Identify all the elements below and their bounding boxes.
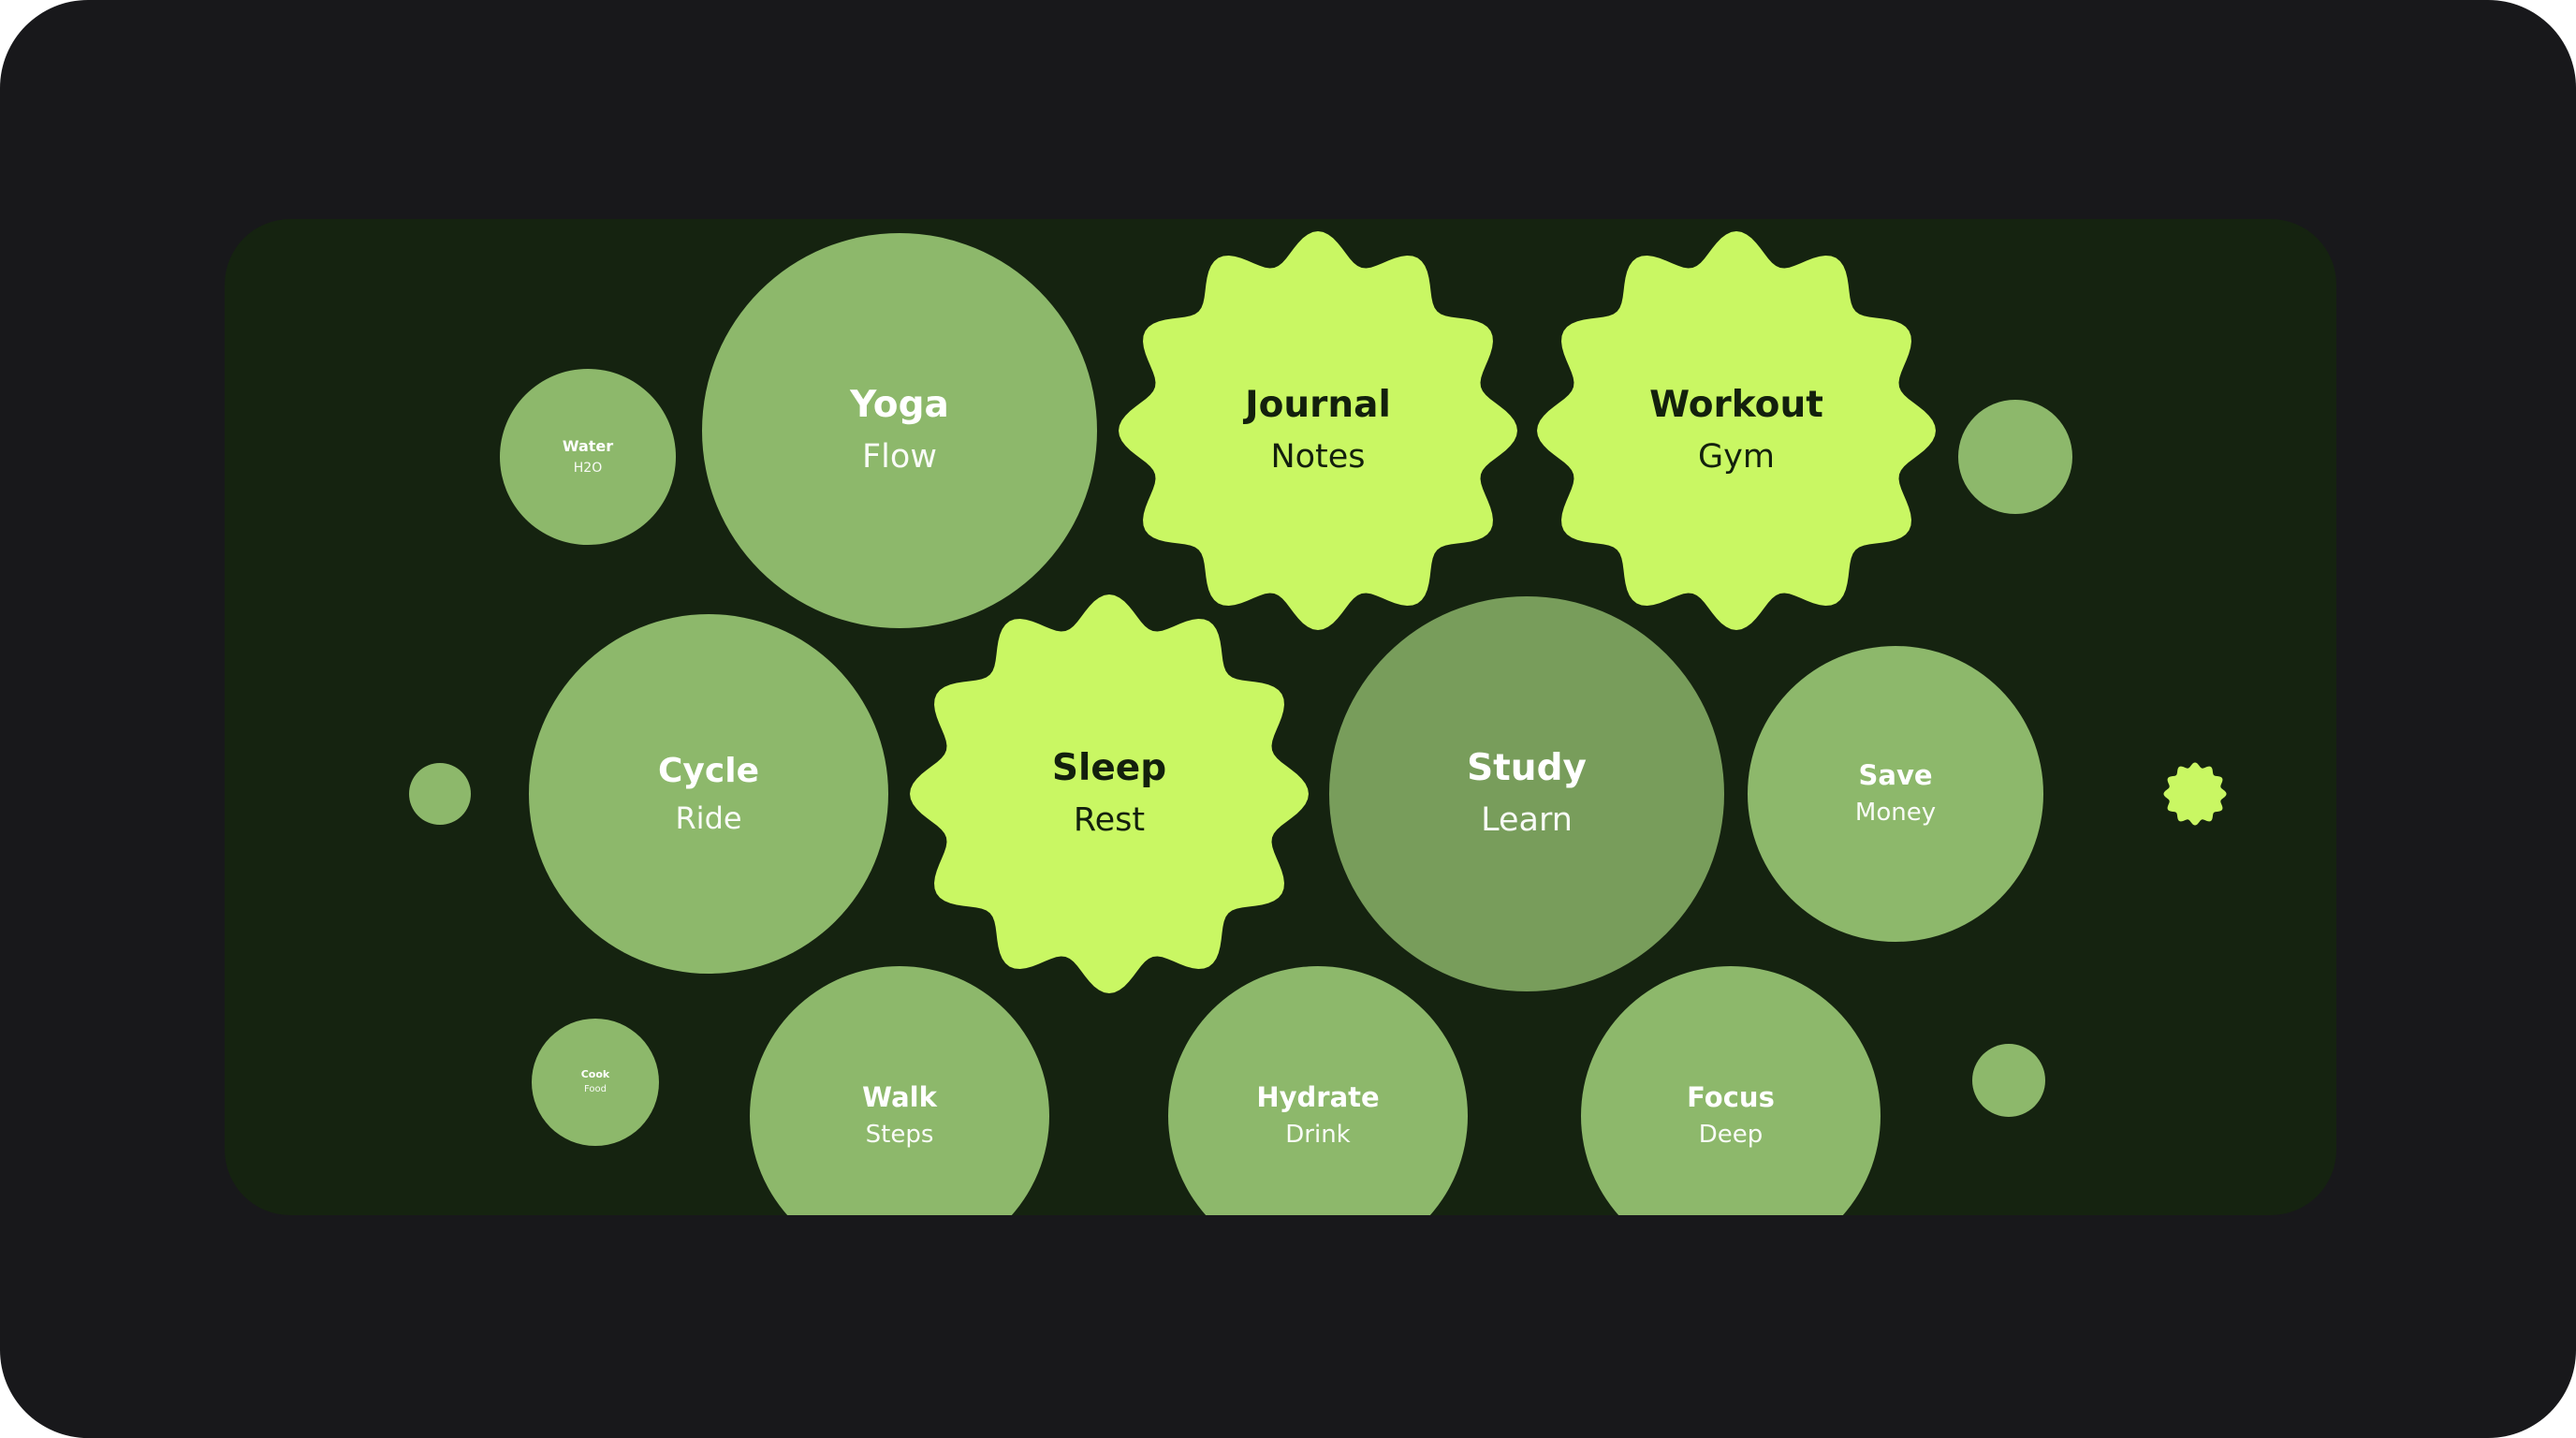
- bubble-title: Focus: [1687, 1080, 1775, 1113]
- bubble-subtitle: H2O: [573, 460, 603, 476]
- bubble-shape: [2163, 762, 2227, 826]
- bubble-subtitle: Drink: [1285, 1121, 1351, 1150]
- bubble-subtitle: Deep: [1698, 1121, 1764, 1150]
- bubble-title: Sleep: [1051, 747, 1167, 790]
- bubble-shape: [1119, 231, 1517, 630]
- bubble-dot-right-top[interactable]: [1958, 400, 2072, 514]
- bubble-dot-left-mid[interactable]: [409, 763, 471, 825]
- bubble-title: Workout: [1649, 384, 1823, 427]
- bubble-title: Cycle: [658, 752, 759, 791]
- bubble-subtitle: Money: [1854, 799, 1937, 828]
- bubble-subtitle: Flow: [862, 438, 937, 477]
- bubble-subtitle: Food: [584, 1084, 607, 1095]
- bubble-shape: [910, 594, 1309, 993]
- bubble-title: Study: [1467, 747, 1587, 790]
- bubble-title: Walk: [862, 1080, 937, 1113]
- bubble-title: Yoga: [850, 384, 949, 427]
- bubble-subtitle: Ride: [675, 800, 742, 836]
- bubble-subtitle: Rest: [1073, 801, 1146, 840]
- bubble-subtitle: Gym: [1698, 438, 1775, 477]
- bubble-title: Journal: [1245, 384, 1391, 427]
- bubble-subtitle: Steps: [865, 1121, 934, 1150]
- bubble-subtitle: Learn: [1481, 801, 1573, 840]
- bubble-subtitle: Notes: [1270, 438, 1366, 477]
- bubble-dot-right-bottom[interactable]: [1972, 1044, 2045, 1117]
- bubble-title: Water: [562, 437, 614, 456]
- bubble-shape: [1537, 231, 1936, 630]
- bubble-title: Hydrate: [1256, 1080, 1380, 1113]
- bubble-title: Save: [1858, 758, 1933, 791]
- bubble-dot-right-mid[interactable]: [2163, 762, 2227, 826]
- bubble-title: Cook: [580, 1068, 610, 1081]
